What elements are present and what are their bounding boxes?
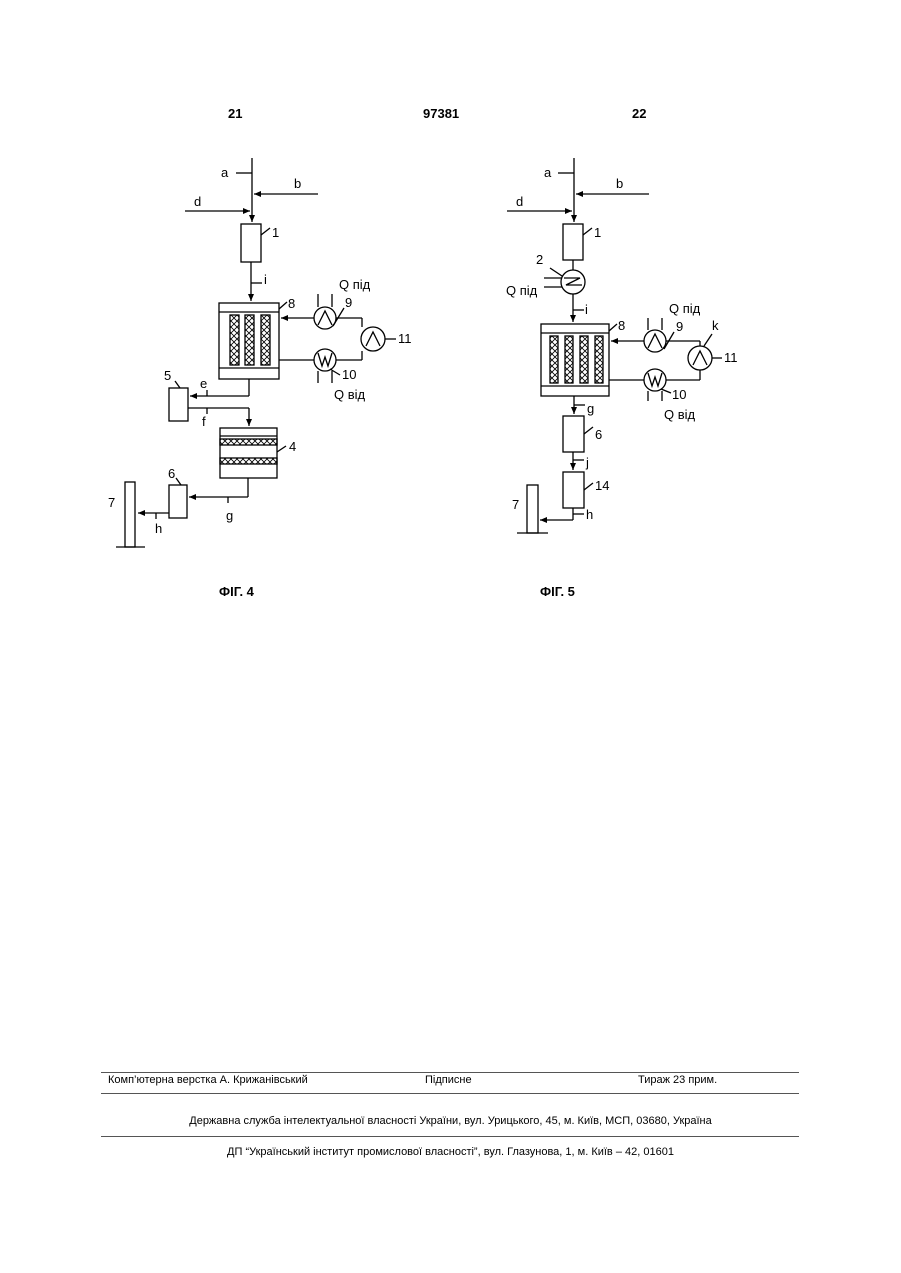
- fig4-label-g: g: [226, 508, 233, 523]
- fig4-label-4: 4: [289, 439, 296, 454]
- fig4-label-1: 1: [272, 225, 279, 240]
- fig4-label-7: 7: [108, 495, 115, 510]
- signed-note: Підписне: [425, 1074, 472, 1086]
- stack-7: [125, 482, 135, 547]
- fig5-label-q-supply-heater: Q під: [506, 283, 538, 298]
- unit-5-box: [169, 388, 188, 421]
- cooler-10: [644, 369, 666, 391]
- stack-7: [527, 485, 538, 533]
- fig4-label-i: i: [264, 272, 267, 287]
- fig4-label-b: b: [294, 176, 301, 191]
- print-run: Тираж 23 прим.: [638, 1074, 717, 1086]
- fig4-label-h: h: [155, 521, 162, 536]
- fig5-label-b: b: [616, 176, 623, 191]
- fig4-label-q-supply: Q під: [339, 277, 371, 292]
- institute-address: ДП “Український інститут промислової вла…: [0, 1146, 901, 1158]
- fig4-label-5: 5: [164, 368, 171, 383]
- fig5-label-2: 2: [536, 252, 543, 267]
- fig5-label-1: 1: [594, 225, 601, 240]
- fig4-label-d: d: [194, 194, 201, 209]
- fig5-label-10: 10: [672, 387, 686, 402]
- fig5-label-a: a: [544, 165, 552, 180]
- unit-6-box: [169, 485, 187, 518]
- footer-rule-top: [101, 1072, 799, 1073]
- fig5-label-7: 7: [512, 497, 519, 512]
- fig5-label-k: k: [712, 318, 719, 333]
- issuer-address: Державна служба інтелектуальної власност…: [0, 1115, 901, 1127]
- fig4-label-f: f: [202, 414, 206, 429]
- fig4-label-8: 8: [288, 296, 295, 311]
- fig4-label-6: 6: [168, 466, 175, 481]
- unit-1-box: [563, 224, 583, 260]
- fig4-label-10: 10: [342, 367, 356, 382]
- fig5-label-6: 6: [595, 427, 602, 442]
- fig4-label-q-removal: Q від: [334, 387, 366, 402]
- fig5-label-i: i: [585, 302, 588, 317]
- figure-5-diagram: a b d 1 2 Q під i Q під 8 9 k 11 10 Q ві…: [450, 0, 900, 600]
- figure-5-caption: ФІГ. 5: [540, 584, 575, 599]
- fig5-label-11: 11: [724, 350, 738, 365]
- figure-4-caption: ФІГ. 4: [219, 584, 254, 599]
- fig5-label-j: j: [585, 455, 589, 470]
- fig5-label-14: 14: [595, 478, 609, 493]
- unit-14-box: [563, 472, 584, 508]
- fig5-label-g: g: [587, 401, 594, 416]
- fig5-label-h: h: [586, 507, 593, 522]
- footer-rule-bottom: [101, 1136, 799, 1137]
- fig5-label-d: d: [516, 194, 523, 209]
- fig5-label-q-supply: Q під: [669, 301, 701, 316]
- unit-6-box: [563, 416, 584, 452]
- fig4-label-11: 11: [398, 331, 412, 346]
- unit-1-box: [241, 224, 261, 262]
- fig5-label-9: 9: [676, 319, 683, 334]
- cooler-10: [314, 349, 336, 371]
- figure-4-diagram: a b d 1 i Q під 8 9 11 10 Q від 5 e f 4 …: [0, 0, 450, 600]
- fig4-label-9: 9: [345, 295, 352, 310]
- fig5-label-8: 8: [618, 318, 625, 333]
- footer-rule-middle: [101, 1093, 799, 1094]
- fig4-label-e: e: [200, 376, 207, 391]
- fig4-label-a: a: [221, 165, 229, 180]
- fig5-label-q-removal: Q від: [664, 407, 696, 422]
- layout-credit: Комп’ютерна верстка А. Крижанівський: [108, 1074, 308, 1086]
